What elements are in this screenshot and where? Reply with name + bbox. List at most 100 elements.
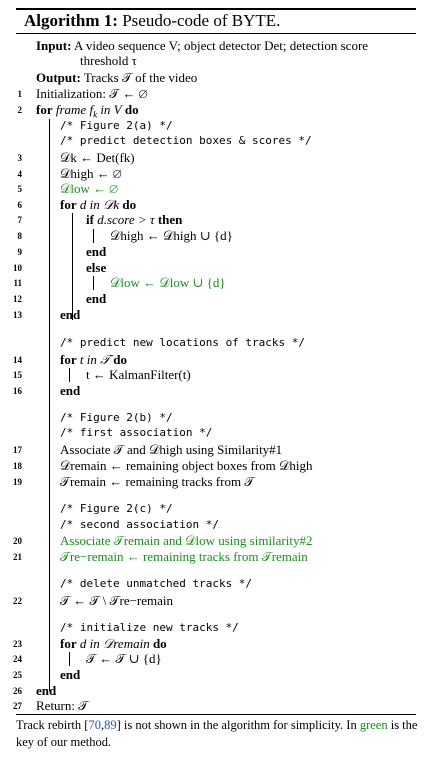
algo-line-11: 11 𝒟low ← 𝒟low ∪ {d} <box>0 274 432 292</box>
input-line: Input: A video sequence V; object detect… <box>0 37 432 55</box>
line-text: Return: 𝒯 <box>36 698 89 713</box>
line-number: 20 <box>13 536 22 546</box>
keyword-if: if <box>86 212 94 227</box>
algo-line-18: 18 𝒟remain ← remaining object boxes from… <box>0 457 432 475</box>
output-text: Tracks 𝒯 of the video <box>83 70 198 85</box>
comment-text: /* initialize new tracks */ <box>60 621 239 634</box>
caption-mid: ] is not shown in the algorithm for simp… <box>116 718 360 732</box>
algo-line-25: 25 end <box>0 666 432 684</box>
line-number: 5 <box>17 184 23 194</box>
algo-line-6: 6 for d in 𝒟k do <box>0 196 432 214</box>
line-text: d in 𝒟k <box>79 197 120 212</box>
output-line: Output: Tracks 𝒯 of the video <box>0 69 432 87</box>
line-text: 𝒟high ← ∅ <box>60 166 122 181</box>
algo-line-27: 27 Return: 𝒯 <box>0 697 432 715</box>
line-number: 14 <box>13 355 22 365</box>
comment-text: /* predict new locations of tracks */ <box>60 336 306 349</box>
line-number: 12 <box>13 294 22 304</box>
comment-predict-tracks: /* predict new locations of tracks */ <box>0 335 432 353</box>
line-text-in: in V <box>100 102 122 117</box>
comment-text: /* Figure 2(b) */ <box>60 411 173 424</box>
line-number: 18 <box>13 461 22 471</box>
algo-line-8: 8 𝒟high ← 𝒟high ∪ {d} <box>0 227 432 245</box>
line-number: 13 <box>13 310 22 320</box>
algo-line-19: 19 𝒯remain ← remaining tracks from 𝒯 <box>0 473 432 491</box>
algo-line-22: 22 𝒯 ← 𝒯 \ 𝒯re−remain <box>0 592 432 610</box>
line-number: 1 <box>17 89 23 99</box>
keyword-do: do <box>113 352 128 367</box>
input-text: A video sequence V; object detector Det;… <box>73 38 369 53</box>
input-text-2: threshold τ <box>80 53 137 68</box>
keyword-for: for <box>60 636 77 651</box>
citation-link-89[interactable]: 89 <box>104 718 117 732</box>
line-text: Associate 𝒯remain and 𝒟low using similar… <box>60 533 313 548</box>
algorithm-title: Algorithm 1: Pseudo-code of BYTE. <box>24 11 280 31</box>
citation-link-70[interactable]: 70 <box>88 718 101 732</box>
algo-line-26: 26 end <box>0 682 432 700</box>
line-number: 19 <box>13 477 22 487</box>
keyword-for: for <box>36 102 53 117</box>
line-text: frame f <box>55 102 94 117</box>
keyword-end: end <box>60 667 81 682</box>
algo-line-16: 16 end <box>0 382 432 400</box>
caption-sep: , <box>100 718 105 732</box>
block-bar-if <box>93 229 94 243</box>
caption: Track rebirth [70,89] is not shown in th… <box>16 717 420 751</box>
algo-line-12: 12 end <box>0 290 432 308</box>
algo-line-23: 23 for d in 𝒟remain do <box>0 635 432 653</box>
line-text: 𝒟k ← Det(fk) <box>60 150 135 165</box>
algo-line-21: 21 𝒯re−remain ← remaining tracks from 𝒯r… <box>0 548 432 566</box>
line-text: 𝒯 ← 𝒯 \ 𝒯re−remain <box>60 593 174 608</box>
algo-line-14: 14 for t in 𝒯 do <box>0 351 432 369</box>
algo-line-10: 10 else <box>0 259 432 277</box>
line-text: 𝒯 ← 𝒯 ∪ {d} <box>86 651 162 666</box>
comment-text: /* second association */ <box>60 518 219 531</box>
keyword-do: do <box>124 102 139 117</box>
keyword-do: do <box>152 636 167 651</box>
line-number: 27 <box>13 701 22 711</box>
line-number: 22 <box>13 596 22 606</box>
comment-text: /* first association */ <box>60 426 213 439</box>
comment-fig2b: /* Figure 2(b) */ <box>0 410 432 428</box>
algo-line-5: 5 𝒟low ← ∅ <box>0 180 432 198</box>
keyword-end: end <box>60 307 81 322</box>
algo-line-1: 1 Initialization: 𝒯 ← ∅ <box>0 85 432 103</box>
line-text: t ← KalmanFilter(t) <box>86 367 191 382</box>
caption-pre: Track rebirth [ <box>16 718 89 732</box>
line-text: t in 𝒯 <box>79 352 111 367</box>
line-number: 24 <box>13 654 22 664</box>
keyword-then: then <box>157 212 183 227</box>
input-label: Input: <box>36 38 72 53</box>
line-number: 16 <box>13 386 22 396</box>
line-text: 𝒯remain ← remaining tracks from 𝒯 <box>60 474 255 489</box>
line-number: 17 <box>13 445 22 455</box>
keyword-end: end <box>86 244 107 259</box>
caption-green-word: green <box>359 718 388 732</box>
comment-delete-tracks: /* delete unmatched tracks */ <box>0 576 432 594</box>
line-text: Initialization: 𝒯 ← ∅ <box>36 86 148 101</box>
line-text: 𝒟low ← ∅ <box>60 181 118 196</box>
line-text-sub: k <box>93 109 98 120</box>
comment-fig2c: /* Figure 2(c) */ <box>0 501 432 519</box>
line-number: 8 <box>17 231 23 241</box>
comment-second-association: /* second association */ <box>0 517 432 535</box>
line-number: 21 <box>13 552 22 562</box>
algo-line-15: 15 t ← KalmanFilter(t) <box>0 366 432 384</box>
line-text: Associate 𝒯 and 𝒟high using Similarity#1 <box>60 442 283 457</box>
line-text: d.score > τ <box>97 212 155 227</box>
algo-line-9: 9 end <box>0 243 432 261</box>
comment-text: /* delete unmatched tracks */ <box>60 577 253 590</box>
comment-first-association: /* first association */ <box>0 425 432 443</box>
line-number: 2 <box>17 105 23 115</box>
block-bar-outer <box>49 119 50 691</box>
algorithm-label: Algorithm 1: <box>24 11 118 30</box>
line-number: 10 <box>13 263 22 273</box>
algo-line-13: 13 end <box>0 306 432 324</box>
line-text: 𝒟high ← 𝒟high ∪ {d} <box>110 228 233 243</box>
comment-text: /* predict detection boxes & scores */ <box>60 134 312 147</box>
line-text: d in 𝒟remain <box>79 636 150 651</box>
keyword-do: do <box>122 197 137 212</box>
algo-line-7: 7 if d.score > τ then <box>0 211 432 229</box>
output-label: Output: <box>36 70 81 85</box>
line-number: 25 <box>13 670 22 680</box>
